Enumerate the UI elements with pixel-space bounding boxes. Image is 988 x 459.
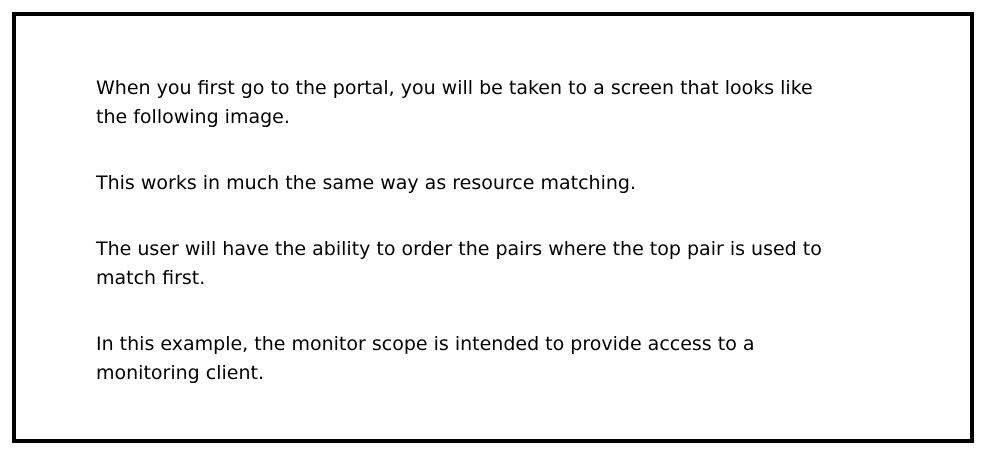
paragraph-spacer xyxy=(96,198,896,235)
paragraph-line: match first. xyxy=(96,267,206,289)
paragraph-portal-intro: When you first go to the portal, you wil… xyxy=(96,74,896,132)
paragraph-spacer xyxy=(96,132,896,169)
paragraph-spacer xyxy=(96,293,896,330)
paragraph-order-pairs: The user will have the ability to order … xyxy=(96,235,896,293)
document-frame: When you first go to the portal, you wil… xyxy=(12,12,974,443)
document-body: When you first go to the portal, you wil… xyxy=(96,74,896,388)
paragraph-line: The user will have the ability to order … xyxy=(96,238,822,260)
paragraph-resource-matching: This works in much the same way as resou… xyxy=(96,169,896,198)
paragraph-line: monitoring client. xyxy=(96,362,264,384)
paragraph-line: When you first go to the portal, you wil… xyxy=(96,77,813,99)
paragraph-line: In this example, the monitor scope is in… xyxy=(96,333,755,355)
paragraph-line: This works in much the same way as resou… xyxy=(96,172,636,194)
paragraph-line: the following image. xyxy=(96,106,290,128)
paragraph-monitor-scope: In this example, the monitor scope is in… xyxy=(96,330,896,388)
